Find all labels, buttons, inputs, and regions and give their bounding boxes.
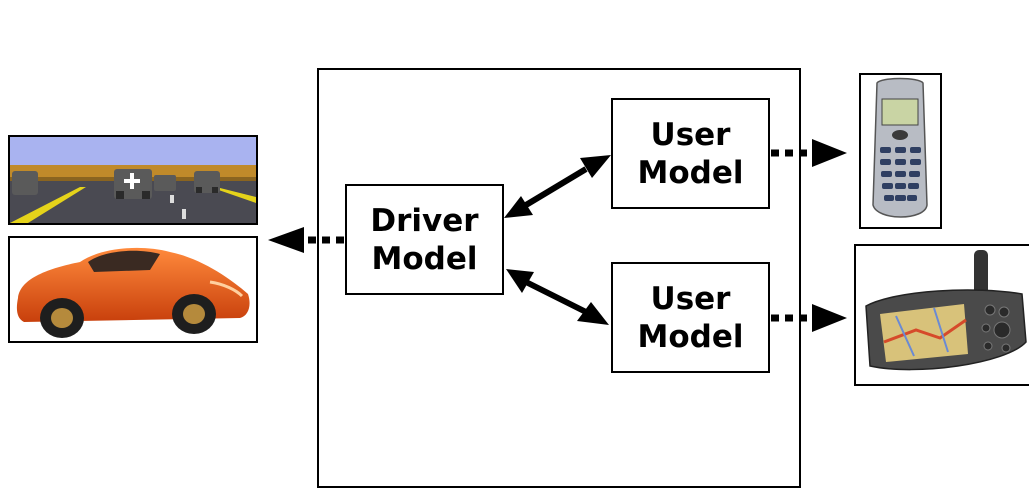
user-model-label-top: User Model bbox=[637, 116, 744, 191]
user-to-phone-arrow bbox=[771, 139, 847, 167]
cell-phone-image bbox=[859, 73, 942, 229]
driver-to-bottom-user-arrow bbox=[506, 269, 609, 325]
user-to-gps-arrow bbox=[771, 304, 847, 332]
user-model-box-bottom: User Model bbox=[611, 262, 770, 373]
connector-arrows bbox=[268, 139, 847, 332]
driver-to-top-user-arrow bbox=[504, 155, 611, 218]
driving-scene-image bbox=[8, 135, 258, 225]
user-model-label-bottom: User Model bbox=[637, 280, 744, 355]
sports-car-image bbox=[8, 236, 258, 343]
gps-device-image bbox=[854, 244, 1029, 386]
driver-model-box: Driver Model bbox=[345, 184, 504, 295]
user-model-box-top: User Model bbox=[611, 98, 770, 209]
driver-model-label: Driver Model bbox=[370, 202, 479, 277]
driver-to-scene-arrow bbox=[268, 227, 344, 253]
